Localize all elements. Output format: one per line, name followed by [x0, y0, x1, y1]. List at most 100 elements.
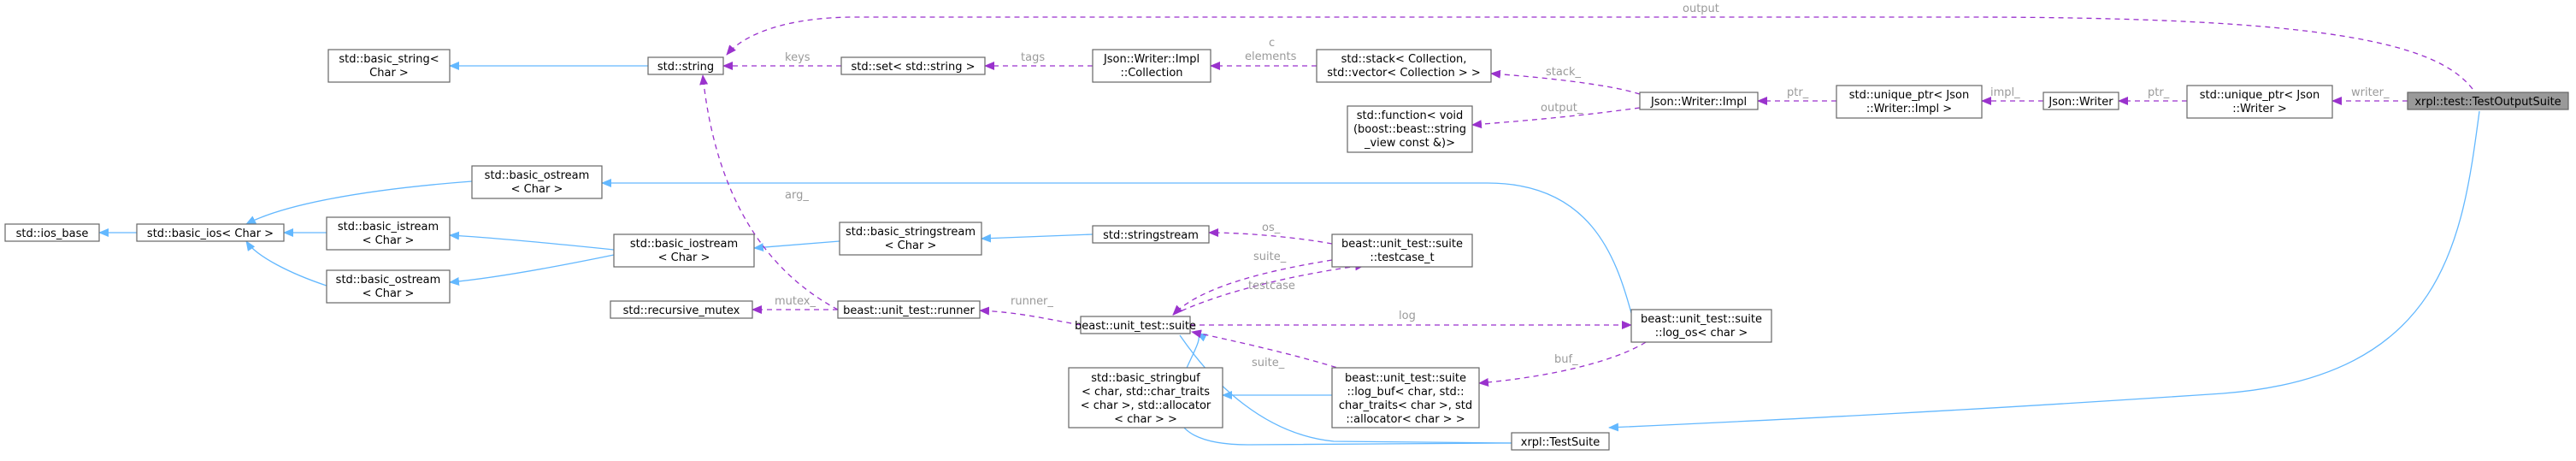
edge-testcase-suite — [1172, 259, 1333, 316]
node-label: std::basic_ostream — [485, 169, 590, 182]
node-label: ::allocator< char > > — [1346, 413, 1465, 426]
edge-label-testcase: testcase — [1248, 280, 1295, 293]
edge-testcase-os — [1208, 228, 1333, 245]
node-std-stack-collection[interactable]: std::stack< Collection, std::vector< Col… — [1316, 49, 1492, 83]
edge-label-log: log — [1399, 310, 1416, 322]
edge-writer-impl-output — [1471, 107, 1641, 129]
nodes: std::ios_base std::basic_ios< Char > std… — [4, 49, 2569, 451]
edge-label-ptr-a: ptr_ — [2148, 86, 2170, 99]
node-label: beast::unit_test::suite — [1345, 372, 1466, 385]
node-label: std::vector< Collection > > — [1327, 67, 1481, 80]
node-label: Json::Writer::Impl — [1650, 96, 1747, 109]
node-std-unique-ptr-impl[interactable]: std::unique_ptr< Json ::Writer::Impl > — [1836, 85, 1983, 119]
edge-stringstream-base-to-iostream — [753, 240, 840, 252]
node-label: < char >, std::allocator — [1081, 399, 1211, 412]
node-label: std::stack< Collection, — [1341, 53, 1467, 66]
node-std-basic-istream[interactable]: std::basic_istream < Char > — [326, 216, 451, 251]
node-label: std::string — [657, 61, 714, 74]
edge-label-suite-a: suite_ — [1253, 251, 1287, 263]
node-std-stringstream[interactable]: std::stringstream — [1092, 225, 1210, 244]
edge-test-output-suite-to-test-suite — [1608, 110, 2480, 432]
node-label: ::log_buf< char, std:: — [1347, 386, 1464, 399]
node-beast-suite[interactable]: beast::unit_test::suite — [1075, 316, 1196, 334]
edge-label-arg: arg_ — [785, 189, 809, 202]
edge-ostream-top-to-basic-ios — [245, 180, 473, 225]
edge-label-output-top: output — [1683, 3, 1719, 15]
edge-label-os: os_ — [1262, 222, 1281, 234]
node-std-basic-iostream[interactable]: std::basic_iostream < Char > — [613, 233, 755, 268]
node-label: std::set< std::string > — [852, 61, 976, 74]
node-label: beast::unit_test::runner — [843, 304, 975, 317]
node-std-string[interactable]: std::string — [647, 56, 724, 75]
node-json-writer[interactable]: Json::Writer — [2043, 92, 2119, 110]
node-label: ::Collection — [1120, 67, 1182, 80]
node-label: std::basic_ios< Char > — [147, 228, 274, 240]
node-label: < Char > — [658, 251, 710, 264]
node-label: < Char > — [363, 234, 415, 247]
node-xrpl-test-output-suite[interactable]: xrpl::test::TestOutputSuite — [2407, 92, 2569, 110]
node-label: < Char > — [363, 287, 415, 300]
edge-label-runner: runner_ — [1011, 295, 1053, 308]
node-label: Char > — [369, 67, 409, 80]
edge-label-writer: writer_ — [2351, 86, 2390, 99]
node-std-set-string[interactable]: std::set< std::string > — [840, 56, 986, 75]
node-std-basic-ios[interactable]: std::basic_ios< Char > — [136, 223, 285, 242]
node-label: char_traits< char >, std — [1339, 399, 1472, 412]
node-label: < Char > — [885, 239, 937, 252]
edge-writer-impl-stack — [1490, 69, 1641, 95]
edge-label-buf: buf_ — [1554, 353, 1578, 366]
node-std-function-void[interactable]: std::function< void (boost::beast::strin… — [1347, 105, 1473, 153]
node-label: ::Writer > — [2232, 103, 2286, 115]
node-label: std::basic_iostream — [630, 238, 738, 251]
edge-runner-arg — [699, 74, 839, 310]
node-label: std::unique_ptr< Json — [1849, 89, 1969, 102]
edge-iostream-to-istream — [449, 231, 615, 251]
node-label: < char > > — [1114, 413, 1177, 426]
edge-label-output: output_ — [1541, 102, 1583, 115]
edge-label-mutex: mutex_ — [775, 295, 816, 308]
edge-label-suite-b: suite_ — [1252, 357, 1285, 369]
node-label: < Char > — [511, 183, 563, 196]
node-json-writer-impl[interactable]: Json::Writer::Impl — [1639, 92, 1759, 110]
node-std-basic-stringbuf[interactable]: std::basic_stringbuf < char, std::char_t… — [1068, 367, 1223, 428]
edge-suite-to-test-suite-curve — [1179, 334, 1512, 444]
node-beast-log-os[interactable]: beast::unit_test::suite ::log_os< char > — [1630, 309, 1772, 343]
edge-stringstream-to-basic-stringstream — [981, 233, 1093, 243]
node-std-recursive-mutex[interactable]: std::recursive_mutex — [610, 300, 753, 319]
node-std-basic-stringstream[interactable]: std::basic_stringstream < Char > — [839, 222, 982, 256]
node-beast-runner[interactable]: beast::unit_test::runner — [837, 300, 981, 319]
node-std-basic-ostream-bottom[interactable]: std::basic_ostream < Char > — [326, 269, 451, 304]
node-label: std::basic_istream — [338, 221, 439, 233]
edge-log-os-buf — [1478, 336, 1654, 387]
node-label: Json::Writer — [2048, 96, 2113, 109]
node-label: xrpl::TestSuite — [1521, 436, 1600, 449]
node-label: (boost::beast::string — [1353, 123, 1466, 136]
edge-label-ptr-b: ptr_ — [1787, 86, 1809, 99]
node-label: beast::unit_test::suite — [1341, 238, 1463, 251]
node-label: std::basic_ostream — [336, 274, 441, 287]
node-label: std::basic_string< — [339, 53, 439, 66]
edges — [98, 16, 2480, 446]
edge-iostream-to-ostream-bottom — [449, 254, 615, 286]
edge-label-keys: keys — [785, 51, 811, 64]
node-std-unique-ptr-writer[interactable]: std::unique_ptr< Json ::Writer > — [2186, 85, 2333, 119]
node-label: ::log_os< char > — [1655, 327, 1748, 340]
node-label: < char, std::char_traits — [1082, 386, 1210, 399]
node-label: std::function< void — [1357, 109, 1464, 122]
node-std-basic-ostream-top[interactable]: std::basic_ostream < Char > — [471, 165, 603, 199]
node-label: std::unique_ptr< Json — [2200, 89, 2320, 102]
edge-suite-testcase — [1172, 262, 1365, 316]
node-std-ios-base[interactable]: std::ios_base — [4, 223, 100, 242]
node-beast-testcase-t[interactable]: beast::unit_test::suite ::testcase_t — [1331, 233, 1473, 268]
node-label: beast::unit_test::suite — [1075, 320, 1196, 333]
node-json-writer-impl-collection[interactable]: Json::Writer::Impl ::Collection — [1092, 49, 1211, 83]
node-label: std::basic_stringstream — [846, 226, 976, 239]
node-std-basic-string[interactable]: std::basic_string< Char > — [327, 49, 451, 83]
edge-test-output-suite-output — [726, 16, 2473, 90]
edge-labels: output writer_ ptr_ impl_ ptr_ stack_ ou… — [775, 3, 2390, 369]
node-label: xrpl::test::TestOutputSuite — [2414, 96, 2561, 109]
edge-label-elements: elements — [1245, 50, 1297, 63]
node-xrpl-test-suite[interactable]: xrpl::TestSuite — [1511, 432, 1610, 451]
node-beast-log-buf[interactable]: beast::unit_test::suite ::log_buf< char,… — [1331, 367, 1480, 428]
node-label: ::Writer::Impl > — [1866, 103, 1952, 115]
